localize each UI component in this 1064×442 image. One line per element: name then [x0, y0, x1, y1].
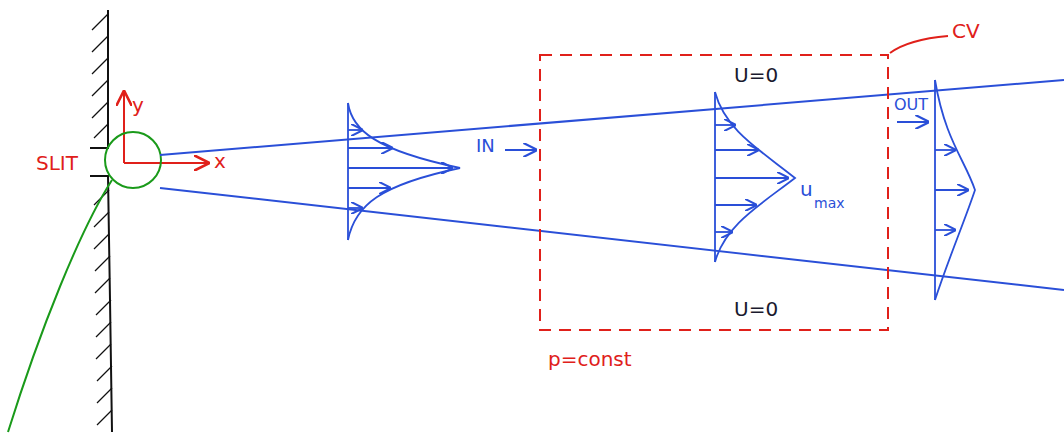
velocity-profile	[935, 80, 975, 300]
axis-label: x	[214, 150, 226, 172]
part-name: SLIT	[36, 152, 78, 174]
velocity-profile	[715, 92, 795, 262]
flow-label: IN	[476, 136, 495, 156]
flow-arrow	[897, 121, 928, 123]
boundary-condition: U=0	[734, 298, 778, 320]
region-label: CV	[952, 20, 980, 42]
velocity-subscript: max	[814, 196, 845, 211]
leader-line	[890, 36, 948, 53]
boundary-condition: U=0	[734, 64, 778, 86]
velocity-profile	[348, 103, 460, 240]
axis-label: y	[132, 94, 144, 116]
flow-arrow	[505, 149, 536, 151]
flow-label: OUT	[894, 96, 928, 114]
wall	[90, 10, 112, 432]
velocity-symbol: u	[800, 178, 813, 200]
pressure-note: p=const	[548, 348, 632, 370]
zoom-callout	[8, 132, 161, 432]
jet-boundary	[160, 80, 1064, 290]
control-volume	[540, 55, 888, 330]
